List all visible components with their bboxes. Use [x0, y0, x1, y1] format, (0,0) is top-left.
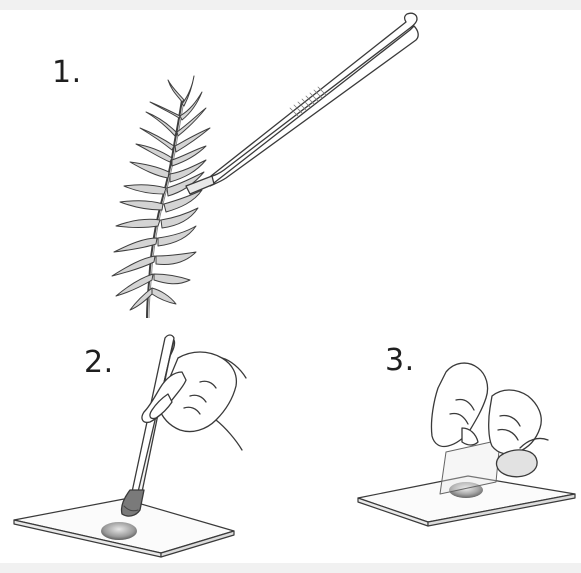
step3-illustration — [358, 363, 575, 526]
step1-illustration — [112, 13, 418, 318]
hand-icon — [121, 335, 246, 516]
step-3-label: 3. — [385, 346, 415, 376]
specimen-drop-icon — [101, 522, 137, 540]
step-2-label: 2. — [84, 348, 114, 378]
step2-illustration — [14, 335, 246, 557]
plant-sprig-icon — [112, 76, 210, 318]
step-1-label: 1. — [52, 58, 82, 88]
forceps-icon — [186, 13, 418, 194]
